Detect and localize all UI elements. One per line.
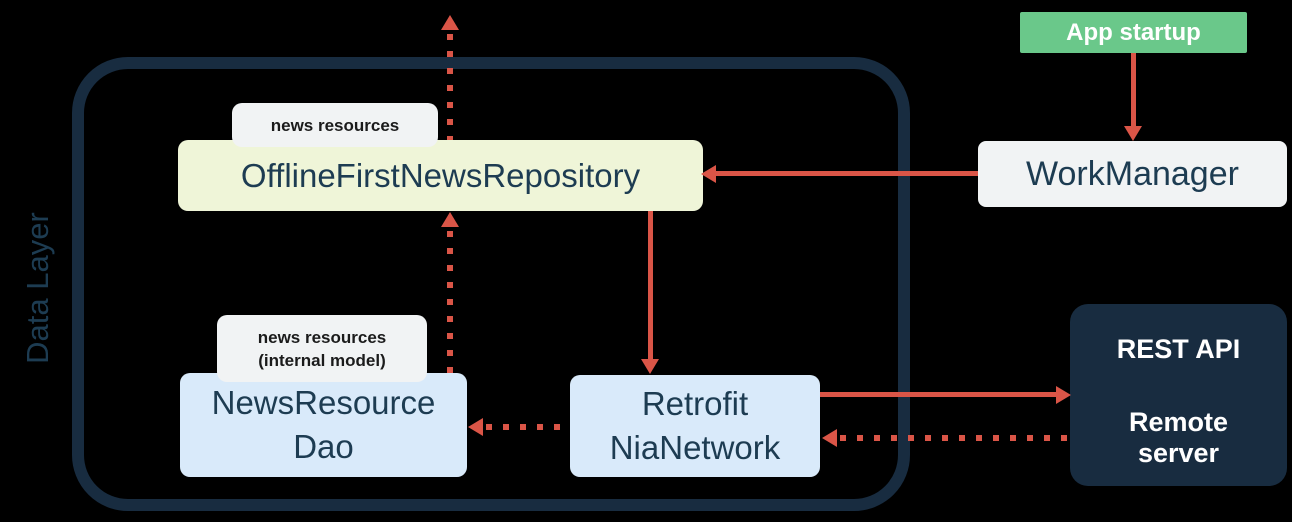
- node-retrofit-nia-network: Retrofit NiaNetwork: [570, 375, 820, 477]
- arrow-repository-to-network-line: [648, 211, 653, 361]
- arrow-repository-to-top-line: [447, 34, 453, 140]
- dao-data-tag: news resources (internal model): [217, 315, 427, 382]
- repository-data-tag-text: news resources: [270, 115, 400, 135]
- arrow-repository-to-top-head: [441, 15, 459, 30]
- arrow-dao-to-repository-head: [441, 212, 459, 227]
- node-app-startup-label: App startup: [1066, 18, 1201, 46]
- remote-server-line2: server: [1137, 438, 1220, 468]
- node-retrofit-nia-network-line1: Retrofit: [641, 385, 749, 422]
- data-layer-container: [72, 57, 910, 511]
- arrow-network-to-dao-head: [468, 418, 483, 436]
- remote-server-line1: Remote: [1128, 407, 1229, 437]
- arrow-network-to-restapi-line: [820, 392, 1056, 397]
- arrow-dao-to-repository-line: [447, 231, 453, 373]
- rest-api-title: REST API: [1116, 334, 1241, 364]
- dao-data-tag-line2: (internal model): [258, 350, 386, 370]
- dao-data-tag-line1: news resources: [257, 327, 387, 347]
- arrow-appstartup-to-workmanager-line: [1131, 53, 1136, 128]
- repository-data-tag: news resources: [232, 103, 438, 147]
- node-offline-first-news-repository: OfflineFirstNewsRepository: [178, 140, 703, 211]
- arrow-network-to-dao-line: [486, 424, 570, 430]
- node-work-manager-label: WorkManager: [1026, 154, 1239, 193]
- arrow-network-to-restapi-head: [1056, 386, 1071, 404]
- arrow-workmanager-to-repository-head: [701, 165, 716, 183]
- arrow-workmanager-to-repository-line: [716, 171, 978, 176]
- node-offline-first-news-repository-label: OfflineFirstNewsRepository: [240, 156, 641, 194]
- arrow-restapi-to-network-head: [822, 429, 837, 447]
- node-app-startup: App startup: [1020, 12, 1247, 53]
- node-work-manager: WorkManager: [978, 141, 1287, 207]
- node-news-resource-dao-line2: Dao: [293, 428, 354, 465]
- data-layer-label: Data Layer: [20, 212, 55, 364]
- arrow-appstartup-to-workmanager-head: [1124, 126, 1142, 141]
- node-news-resource-dao: NewsResource Dao: [180, 373, 467, 477]
- node-retrofit-nia-network-line2: NiaNetwork: [609, 429, 781, 466]
- arrow-repository-to-network-head: [641, 359, 659, 374]
- arrow-restapi-to-network-line: [840, 435, 1072, 441]
- node-news-resource-dao-line1: NewsResource: [211, 384, 436, 421]
